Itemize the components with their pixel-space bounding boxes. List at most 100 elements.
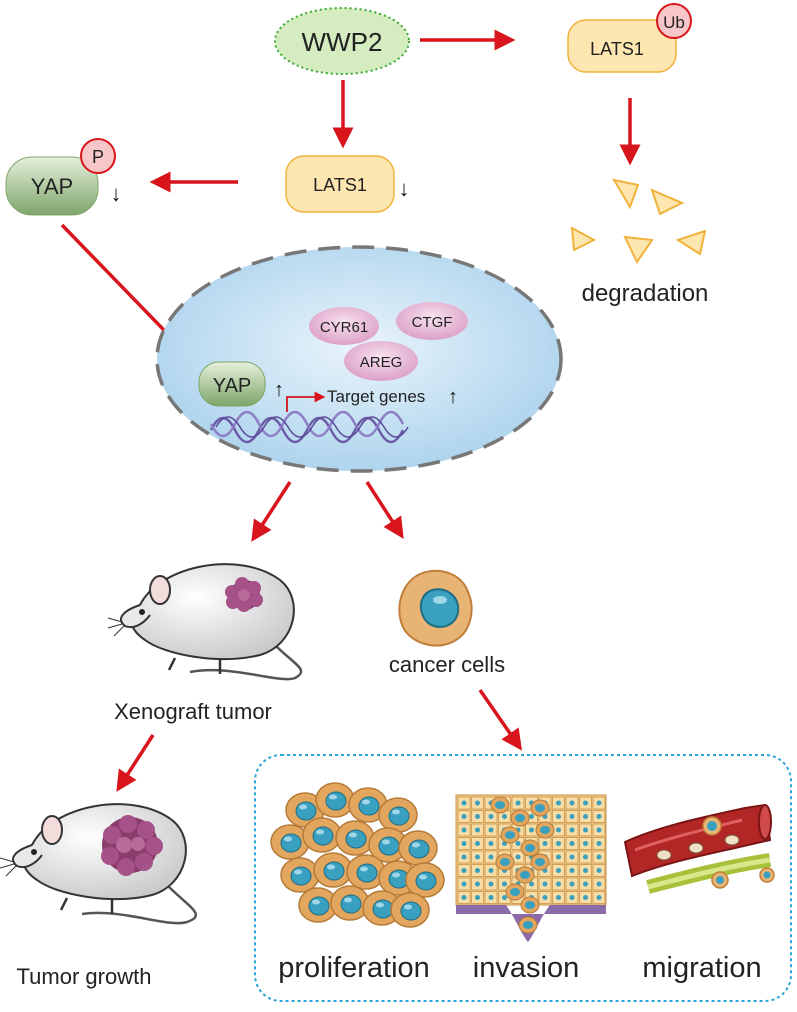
tissue-cell-nucleus (556, 827, 561, 833)
tissue-cell-nucleus (529, 881, 534, 887)
arrow-xenograft-to-tumor-growth (116, 734, 155, 792)
proliferating-cell (362, 890, 402, 926)
proliferating-cell (335, 820, 375, 856)
outcomes-box (254, 754, 792, 1002)
invading-cell (500, 826, 520, 844)
tissue-cell-nucleus (461, 881, 467, 887)
p-badge-label: P (92, 147, 104, 167)
tumor-small (225, 577, 263, 612)
tissue-cell-nucleus (556, 895, 561, 900)
invasion-illustration (455, 794, 607, 942)
gene-cyr61: CYR61 (309, 307, 379, 345)
invading-cell (505, 883, 525, 901)
tissue-cell-nucleus (502, 895, 507, 900)
invading-cell (495, 853, 515, 871)
tumor-growth-mouse (0, 803, 198, 925)
tissue-cell-nucleus (542, 895, 548, 900)
dna-helix (209, 410, 409, 444)
tissue-cell-nucleus (488, 827, 494, 833)
tissue-cell-nucleus (475, 800, 480, 806)
tissue-cell-nucleus (583, 827, 588, 833)
tissue-cell-nucleus (461, 800, 467, 806)
tissue-cell-nucleus (461, 814, 467, 819)
yap-nuclear-node: YAP (198, 361, 266, 407)
tissue-cell-nucleus (461, 895, 467, 900)
tissue-cell-nucleus (569, 827, 575, 833)
tissue-cell-nucleus (596, 895, 602, 900)
tissue-cell-nucleus (475, 827, 480, 833)
tissue-cell-nucleus (556, 800, 561, 806)
lats1-node: LATS1 (285, 155, 395, 213)
tissue-cell-nucleus (475, 895, 480, 900)
proliferating-cell (348, 787, 388, 823)
tissue-cell-nucleus (529, 814, 534, 819)
degradation-label: degradation (582, 280, 709, 307)
degradation-fragments (570, 178, 707, 264)
lats1-ubiquitinated-node: LATS1 Ub (567, 3, 692, 73)
target-genes-up-arrow: ↑ (448, 386, 458, 408)
migration-illustration (623, 803, 775, 894)
yap-phospho-node: YAP P (5, 138, 116, 216)
tissue-cell-nucleus (488, 814, 494, 819)
tissue-cell-nucleus (596, 827, 602, 833)
xenograft-label: Xenograft tumor (114, 699, 272, 724)
xenograft-mouse (107, 563, 303, 681)
tissue-cell-nucleus (583, 868, 588, 873)
yap-top-label: YAP (31, 174, 73, 199)
tissue-cell-nucleus (461, 827, 467, 833)
wwp2-node: WWP2 (274, 7, 410, 75)
tissue-cell-nucleus (596, 841, 602, 846)
tissue-cell-nucleus (556, 881, 561, 887)
gene-cyr61-label: CYR61 (320, 319, 368, 336)
tissue-cell-nucleus (569, 841, 575, 846)
invading-cell (530, 799, 550, 817)
arrow-cancer-cells-to-outcomes (478, 689, 522, 751)
tissue-cell-nucleus (488, 895, 494, 900)
tissue-cell-nucleus (542, 881, 548, 887)
yap-down-arrow: ↓ (111, 181, 122, 206)
invasion-label: invasion (473, 952, 579, 984)
gene-ctgf: CTGF (396, 302, 468, 340)
tissue-cell-nucleus (596, 881, 602, 887)
invading-cell (510, 809, 530, 827)
ub-badge-label: Ub (663, 13, 685, 32)
gene-areg-label: AREG (360, 354, 403, 371)
tissue-cell-nucleus (596, 800, 602, 806)
tissue-cell-nucleus (569, 881, 575, 887)
invading-cell (535, 821, 555, 839)
tissue-cell-nucleus (569, 868, 575, 873)
gene-ctgf-label: CTGF (412, 314, 453, 331)
cancer-cells-label: cancer cells (389, 652, 505, 677)
yap-up-arrow: ↑ (274, 379, 284, 401)
tissue-cell-nucleus (556, 854, 561, 860)
tissue-cell-nucleus (583, 841, 588, 846)
tissue-cell-nucleus (488, 881, 494, 887)
tumor-large (101, 815, 163, 876)
tissue-cell-nucleus (502, 881, 507, 887)
yap-nucleus-label: YAP (213, 375, 252, 397)
gene-areg: AREG (344, 341, 418, 381)
tissue-cell-nucleus (583, 814, 588, 819)
tissue-cell-nucleus (569, 800, 575, 806)
tissue-cell-nucleus (596, 868, 602, 873)
migration-label: migration (642, 952, 761, 984)
tissue-cell-nucleus (556, 868, 561, 873)
proliferating-cell (302, 817, 342, 853)
invading-cell (518, 916, 538, 934)
lats1-down-arrow: ↓ (399, 176, 410, 201)
tissue-cell-nucleus (475, 881, 480, 887)
proliferating-cell (346, 854, 386, 890)
tissue-cell-nucleus (515, 841, 521, 846)
p-badge (80, 138, 116, 174)
tumor-growth-label: Tumor growth (17, 964, 152, 989)
tissue-cell-nucleus (461, 841, 467, 846)
transcription-arrow (286, 391, 326, 412)
invading-cell (490, 796, 510, 814)
tissue-cell-nucleus (475, 868, 480, 873)
tissue-cell-nucleus (542, 841, 548, 846)
tissue-cell-nucleus (583, 854, 588, 860)
tissue-cell-nucleus (529, 827, 534, 833)
proliferating-cell (280, 857, 320, 893)
